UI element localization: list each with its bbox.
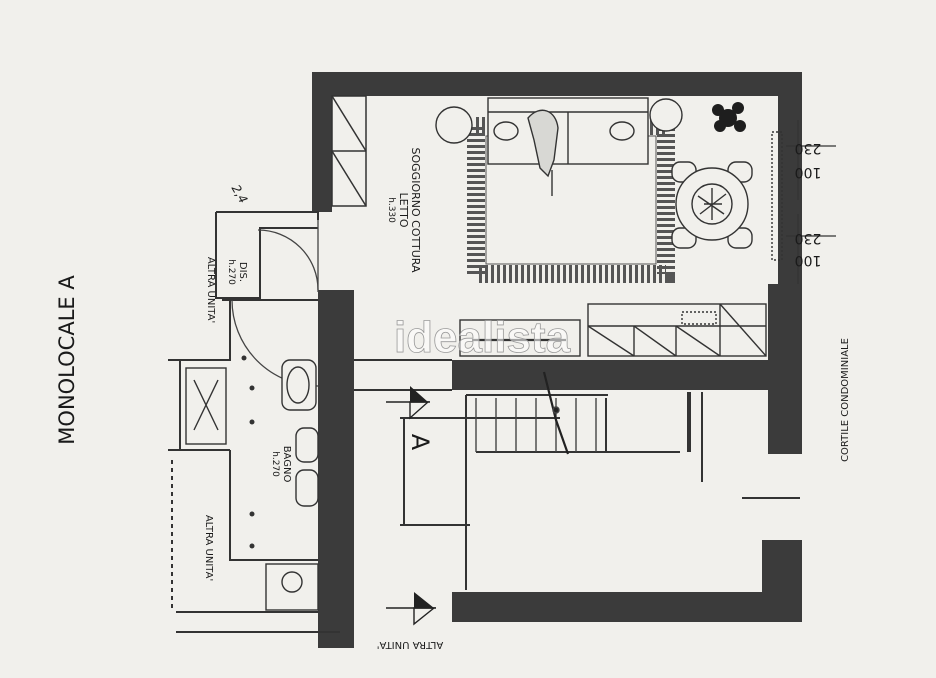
- section-marker-upper: [386, 386, 430, 420]
- person-figure: [527, 109, 559, 178]
- bidet: [295, 427, 319, 463]
- bath-room-name: BAGNO: [281, 446, 292, 483]
- living-room-name: SOGGIORNO COTTURA: [409, 148, 422, 273]
- bathroom-fixtures: [185, 359, 319, 611]
- wardrobe-cross: [331, 95, 367, 152]
- wall-left-lower: [318, 420, 354, 648]
- closet-name: DIS.: [237, 262, 248, 282]
- wall-stair-top: [452, 360, 768, 390]
- closet-height: h.270: [226, 259, 236, 285]
- kitchen-diag: [675, 325, 721, 357]
- neighbor-top-label: ALTRA UNITA': [205, 257, 216, 323]
- wall-bottom-right: [762, 540, 802, 622]
- toilet: [295, 469, 319, 507]
- courtyard-edge: [687, 392, 800, 499]
- pouf: [435, 106, 473, 144]
- sink-bowl: [286, 366, 310, 404]
- kitchen: [459, 303, 767, 357]
- cushion: [609, 121, 635, 141]
- window-dimension-lines: [786, 120, 836, 284]
- shower-cross: [193, 379, 219, 431]
- fitting-dot: [249, 385, 255, 391]
- thin-walls: [168, 211, 800, 633]
- staircase: [475, 371, 597, 455]
- section-letter: A: [406, 434, 434, 451]
- handwritten-note: 2,4: [229, 182, 251, 206]
- fitting-dot: [249, 543, 255, 549]
- window-2-height: 100: [795, 252, 822, 268]
- wall-left-middle: [318, 290, 354, 420]
- cushion: [493, 121, 519, 141]
- hob: [681, 311, 717, 325]
- dining-set: [671, 161, 753, 249]
- wall-top: [312, 72, 802, 96]
- washer-drum: [281, 571, 303, 593]
- courtyard-label: CORTILE CONDOMINIALE: [840, 338, 851, 462]
- wall-stair-bottom: [452, 592, 802, 622]
- window-2-width: 230: [795, 230, 822, 246]
- sofa-bed: [435, 97, 683, 196]
- plant-leaf: [714, 120, 726, 132]
- fittings: [241, 355, 255, 549]
- bath-room-height: h.270: [270, 451, 280, 477]
- neighbor-left-label: ALTRA UNITA': [203, 515, 214, 581]
- window-1-height: 100: [795, 164, 822, 180]
- rug-border: [467, 117, 675, 283]
- radiator-body: [771, 131, 783, 261]
- fitting-dot: [241, 355, 247, 361]
- stair-arrow-dot: [552, 406, 560, 414]
- neighbor-bottom-boundary: [176, 611, 340, 633]
- stair-rail: [465, 394, 608, 590]
- fitting-dot: [249, 419, 255, 425]
- fridge: [459, 319, 581, 357]
- wardrobe-cross: [331, 150, 367, 207]
- entry-opening: [354, 359, 452, 391]
- centerpiece-scribble: [697, 188, 727, 220]
- stair-inner: [476, 392, 691, 453]
- closet-outline: [215, 211, 319, 299]
- wall-top-left: [312, 72, 332, 212]
- living-room-height: h.330: [386, 197, 396, 223]
- closet-door-swing: [257, 229, 319, 291]
- plant-leaf: [712, 104, 724, 116]
- plant: [712, 102, 746, 132]
- section-marker-lower: [386, 592, 436, 626]
- kitchen-diag: [719, 303, 767, 357]
- wall-column: [782, 190, 802, 210]
- pouf: [649, 98, 683, 132]
- plant-leaf: [734, 120, 746, 132]
- walls: [312, 72, 802, 648]
- fitting-dot: [249, 511, 255, 517]
- section-line: [400, 417, 560, 526]
- plan-title: MONOLOCALE A: [55, 275, 79, 445]
- neighbor-bottom-label: ALTRA UNITA': [377, 639, 443, 650]
- watermark: idealista: [394, 313, 571, 362]
- window-1-width: 230: [795, 140, 822, 156]
- plant-leaf: [732, 102, 744, 114]
- kitchen-diag: [587, 325, 635, 357]
- kitchen-counter: [587, 303, 767, 357]
- radiator: [771, 131, 783, 261]
- stair-arrow: [542, 371, 570, 455]
- neighbor-top-boundary: [168, 359, 230, 451]
- section-markers: [386, 386, 436, 626]
- wardrobe: [331, 95, 367, 207]
- kitchen-diag: [633, 325, 677, 357]
- living-room-name-2: LETTO: [397, 193, 410, 228]
- wall-right-lower: [768, 284, 802, 454]
